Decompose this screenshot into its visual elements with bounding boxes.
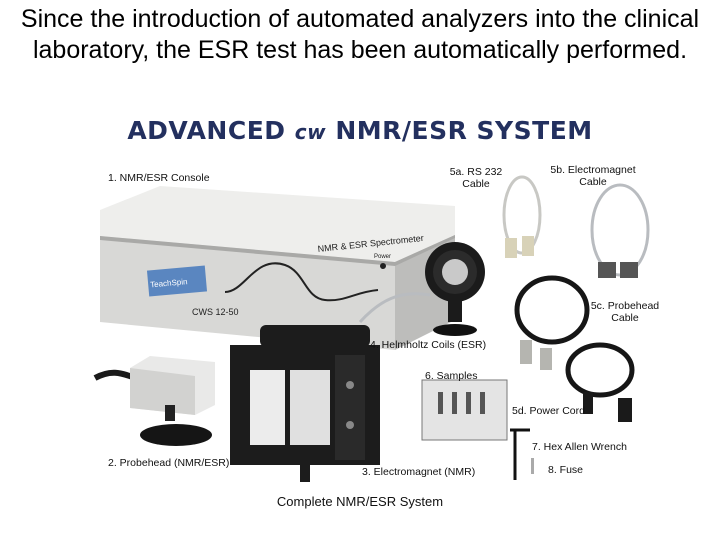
helmholtz-coils <box>358 242 485 336</box>
label-helmholtz-coils: 4. Helmholtz Coils (ESR) <box>370 339 487 351</box>
slide-title: Since the introduction of automated anal… <box>20 5 700 64</box>
electromagnet-unit <box>230 325 380 482</box>
samples-box <box>421 379 508 441</box>
probehead-cable <box>514 275 590 370</box>
label-hex-wrench: 7. Hex Allen Wrench <box>532 441 627 453</box>
label-fuse: 8. Fuse <box>548 464 584 476</box>
figure-title-part2: NMR/ESR SYSTEM <box>335 116 593 145</box>
figure-title-cw: cw <box>294 120 327 144</box>
label-samples: 6. Samples <box>425 370 478 382</box>
console-power: Power <box>374 254 391 260</box>
label-console: 1. NMR/ESR Console <box>108 172 210 184</box>
rs232-cable <box>502 175 542 258</box>
label-power-cord: 5d. Power Cord <box>512 405 585 417</box>
electromagnet-cable <box>590 183 650 278</box>
figure-title: ADVANCED cw NMR/ESR SYSTEM <box>0 116 720 145</box>
system-photo: TeachSpin NMR & ESR Spectrometer CWS 12-… <box>93 175 650 482</box>
probehead-unit <box>93 356 215 446</box>
label-electromagnet: 3. Electromagnet (NMR) <box>362 466 476 478</box>
fuse <box>531 458 534 474</box>
hex-wrench <box>510 428 530 480</box>
figure-title-part1: ADVANCED <box>127 116 286 145</box>
console-unit: TeachSpin NMR & ESR Spectrometer CWS 12-… <box>100 186 455 350</box>
figure-caption: Complete NMR/ESR System <box>276 494 444 509</box>
console-model: CWS 12-50 <box>192 307 239 317</box>
console-brand: TeachSpin <box>150 277 188 289</box>
power-cord <box>565 342 635 422</box>
label-probehead: 2. Probehead (NMR/ESR) <box>108 457 230 469</box>
